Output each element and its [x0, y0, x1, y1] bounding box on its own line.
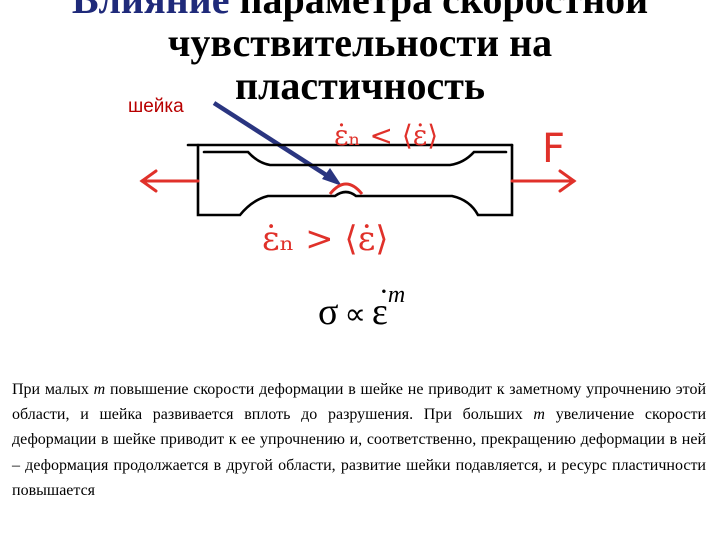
neck-pointer-arrow [212, 101, 342, 186]
right-force-arrow [510, 169, 577, 193]
formula-epsilon-letter: ε [371, 291, 388, 333]
force-label: F [542, 126, 565, 172]
slide-title: Влияние параметра скоростной чувствитель… [0, 0, 720, 107]
left-force-arrow [139, 169, 200, 193]
specimen-inner-outline [202, 150, 508, 167]
neck-highlight-arc [328, 182, 364, 195]
neck-label: шейка [128, 96, 184, 117]
specimen-body-outline [196, 143, 514, 217]
formula-proportional: ∝ [344, 298, 366, 331]
strain-rate-formula: σ∝·εm [318, 275, 405, 334]
title-line-2: чувствительности на [167, 20, 553, 65]
tensile-specimen [186, 143, 514, 217]
title-line-3: пластичность [234, 63, 486, 108]
formula-sigma: σ [318, 291, 339, 333]
formula-exponent: m [387, 282, 406, 308]
formula-dot: · [378, 275, 389, 308]
explanation-paragraph: При малых m повышение скорости деформаци… [12, 381, 707, 499]
top-rate-relation: ε̇ₙ < ⟨ε̇⟩ [334, 119, 438, 152]
bottom-rate-relation: ε̇ₙ > ⟨ε̇⟩ [262, 219, 389, 259]
title-line-1: Влияние параметра скоростной [0, 0, 720, 21]
specimen-diagram: F ε̇ₙ < ⟨ε̇⟩ ε̇ₙ > ⟨ε̇⟩ [139, 101, 577, 259]
formula-epsilon: ·ε [371, 275, 389, 333]
